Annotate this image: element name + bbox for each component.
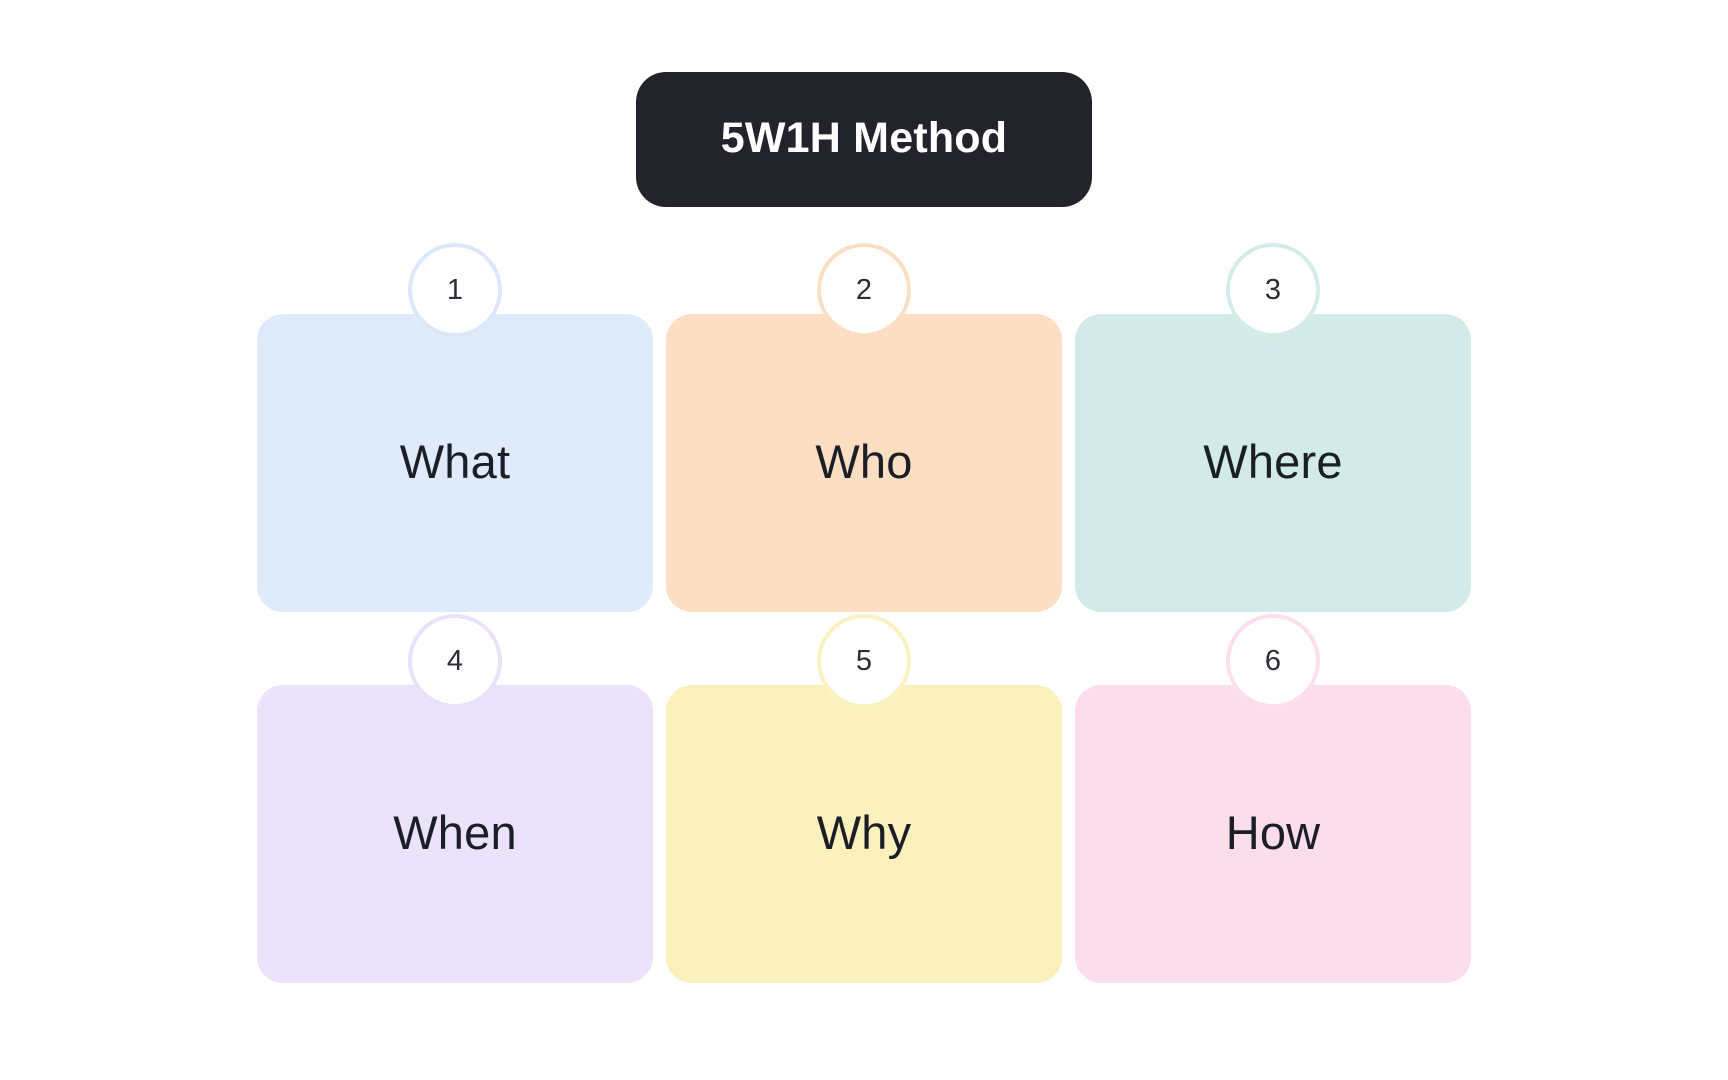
step-number-badge-3: 3 [1226,243,1320,337]
step-number: 4 [446,644,464,677]
card-cell-6: How 6 [1075,614,1471,985]
step-number-badge-1: 1 [408,243,502,337]
method-card-grid: What 1 Who 2 Where 3 When [257,243,1471,985]
method-card-who[interactable]: Who [666,314,1062,612]
card-cell-5: Why 5 [666,614,1062,985]
card-label: How [1225,805,1321,859]
card-label: Where [1203,434,1343,488]
method-card-how[interactable]: How [1075,685,1471,983]
method-card-where[interactable]: Where [1075,314,1471,612]
title-badge: 5W1H Method [636,72,1092,207]
card-label: When [393,805,517,859]
step-number-badge-4: 4 [408,614,502,708]
card-label: Who [815,434,913,488]
step-number: 3 [1264,273,1282,306]
step-number-badge-6: 6 [1226,614,1320,708]
step-number-badge-5: 5 [817,614,911,708]
card-cell-3: Where 3 [1075,243,1471,614]
method-card-why[interactable]: Why [666,685,1062,983]
card-label: What [399,434,511,488]
card-cell-4: When 4 [257,614,653,985]
card-cell-1: What 1 [257,243,653,614]
step-number: 5 [855,644,873,677]
card-label: Why [816,805,912,859]
step-number: 2 [855,273,873,306]
page-title: 5W1H Method [720,114,1008,162]
card-cell-2: Who 2 [666,243,1062,614]
method-card-what[interactable]: What [257,314,653,612]
method-card-when[interactable]: When [257,685,653,983]
step-number: 1 [446,273,464,306]
step-number-badge-2: 2 [817,243,911,337]
step-number: 6 [1264,644,1282,677]
